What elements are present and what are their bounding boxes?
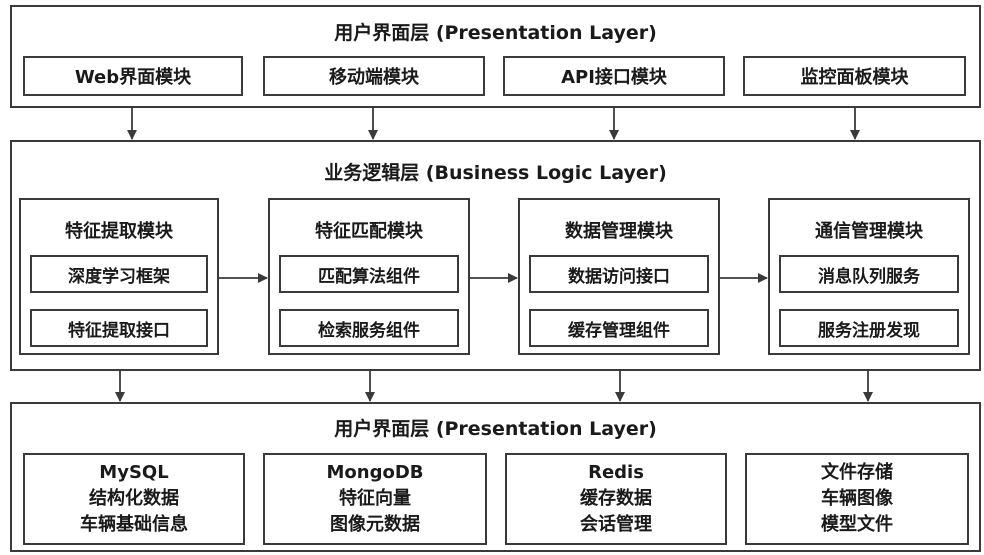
store-name: MongoDB bbox=[326, 462, 424, 483]
component-box: 缓存管理组件 bbox=[529, 309, 709, 347]
component-box: 深度学习框架 bbox=[30, 255, 208, 293]
component-box: 服务注册发现 bbox=[779, 309, 959, 347]
business-logic-layer-title: 业务逻辑层 (Business Logic Layer) bbox=[324, 162, 667, 184]
component-box: 数据访问接口 bbox=[529, 255, 709, 293]
store-line: 结构化数据 bbox=[89, 488, 179, 509]
store-name: 文件存储 bbox=[821, 462, 893, 483]
group-title: 数据管理模块 bbox=[565, 221, 673, 242]
feature-extraction-group: 特征提取模块 深度学习框架 特征提取接口 bbox=[19, 198, 219, 355]
store-line: 模型文件 bbox=[821, 514, 893, 535]
store-line: 缓存数据 bbox=[580, 488, 652, 509]
store-line: 车辆图像 bbox=[821, 488, 893, 509]
component-box: 匹配算法组件 bbox=[279, 255, 459, 293]
store-line: 特征向量 bbox=[339, 488, 411, 509]
mongodb-store: MongoDB 特征向量 图像元数据 bbox=[263, 453, 487, 545]
presentation-layer-title: 用户界面层 (Presentation Layer) bbox=[334, 22, 657, 44]
mobile-module: 移动端模块 bbox=[263, 56, 485, 96]
store-name: MySQL bbox=[99, 462, 169, 483]
component-box: 消息队列服务 bbox=[779, 255, 959, 293]
communication-management-group: 通信管理模块 消息队列服务 服务注册发现 bbox=[768, 198, 970, 355]
group-title: 通信管理模块 bbox=[815, 221, 923, 242]
store-line: 会话管理 bbox=[580, 514, 652, 535]
file-storage-store: 文件存储 车辆图像 模型文件 bbox=[745, 453, 969, 545]
redis-store: Redis 缓存数据 会话管理 bbox=[505, 453, 727, 545]
mysql-store: MySQL 结构化数据 车辆基础信息 bbox=[23, 453, 245, 545]
store-name: Redis bbox=[588, 462, 644, 483]
group-title: 特征提取模块 bbox=[65, 221, 173, 242]
component-box: 特征提取接口 bbox=[30, 309, 208, 347]
web-ui-module: Web界面模块 bbox=[23, 56, 243, 96]
store-line: 车辆基础信息 bbox=[80, 514, 188, 535]
group-title: 特征匹配模块 bbox=[315, 221, 423, 242]
store-line: 图像元数据 bbox=[330, 514, 420, 535]
data-layer-title: 用户界面层 (Presentation Layer) bbox=[334, 418, 657, 440]
component-box: 检索服务组件 bbox=[279, 309, 459, 347]
monitor-panel-module: 监控面板模块 bbox=[743, 56, 966, 96]
feature-matching-group: 特征匹配模块 匹配算法组件 检索服务组件 bbox=[268, 198, 470, 355]
api-module: API接口模块 bbox=[503, 56, 725, 96]
data-management-group: 数据管理模块 数据访问接口 缓存管理组件 bbox=[518, 198, 720, 355]
